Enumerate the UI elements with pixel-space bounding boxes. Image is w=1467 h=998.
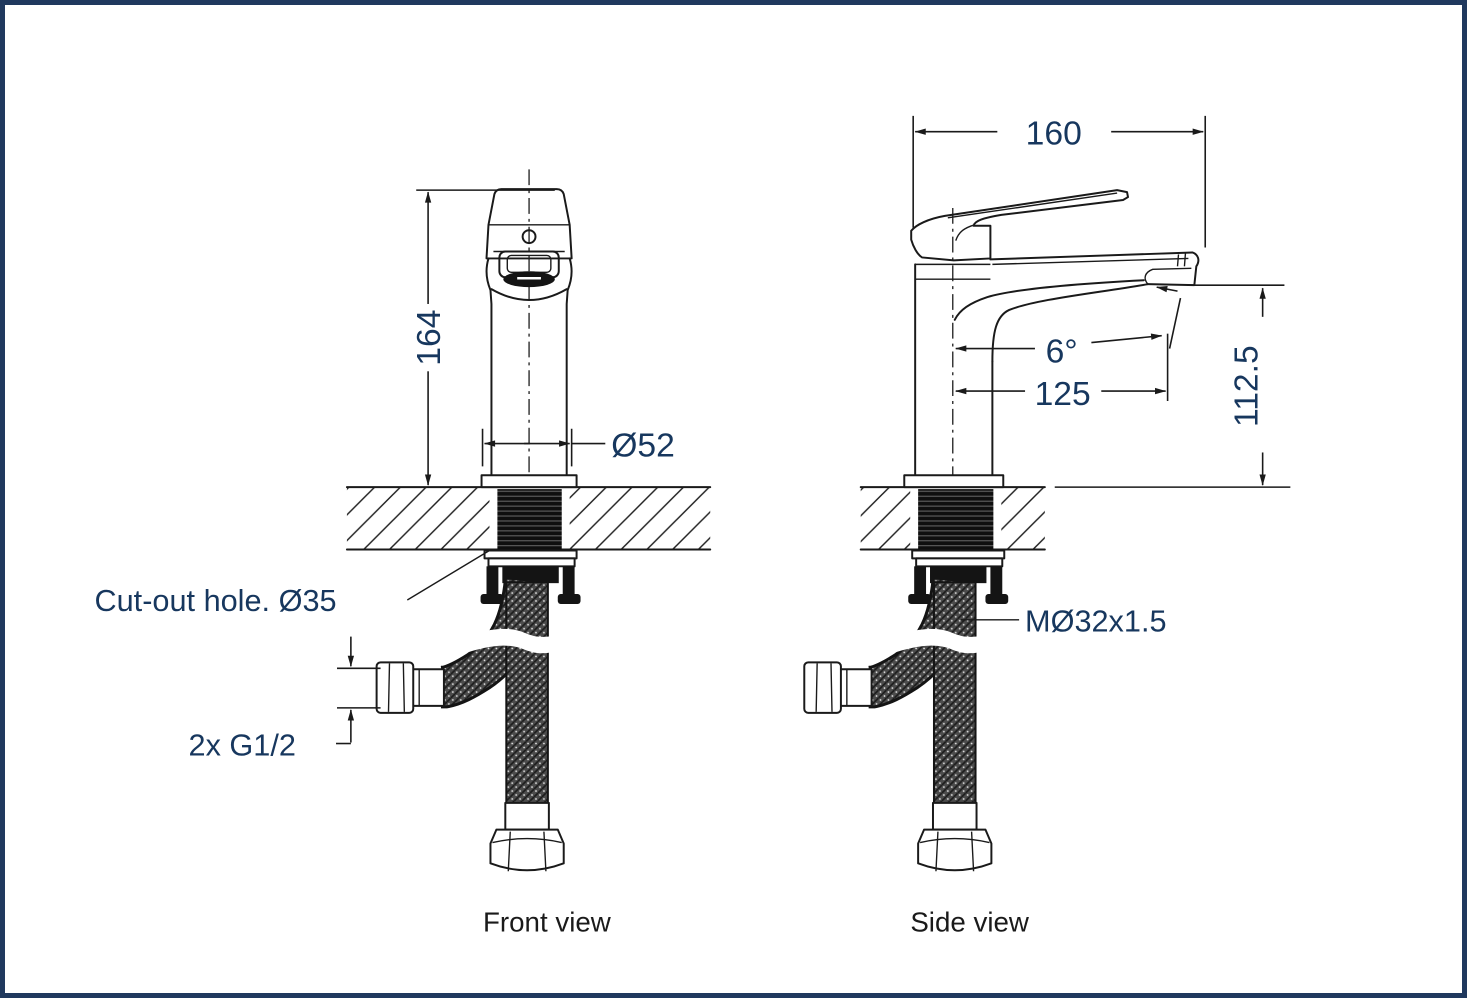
front-threaded-shank (497, 489, 562, 550)
dim-reach-160: 160 (912, 116, 1207, 248)
front-counter-deck (345, 486, 712, 551)
side-counter-deck (859, 486, 1291, 551)
dim-text-164: 164 (411, 310, 448, 366)
dim-base-diameter-52: Ø52 (481, 427, 675, 467)
label-shank-thread: MØ32x1.5 (960, 604, 1167, 639)
side-view: 160 6° 125 112.5 MØ32x1.5 (804, 116, 1291, 938)
front-base-flange (480, 474, 578, 489)
dim-height-164: 164 (411, 189, 555, 486)
side-base-flange (903, 474, 1005, 489)
dim-text-160: 160 (1026, 116, 1082, 153)
dim-text-125: 125 (1035, 376, 1091, 413)
front-under-counter-assembly (377, 550, 581, 871)
faucet-dimension-drawing: 164 Ø52 Cut-out hole. Ø35 2x G1/2 Front … (94, 116, 1291, 938)
side-threaded-shank (918, 489, 994, 550)
side-faucet-body (903, 189, 1200, 489)
dim-text-o52: Ø52 (611, 427, 675, 464)
label-text-cutout: Cut-out hole. Ø35 (94, 583, 336, 618)
handle-screw-cap (521, 229, 537, 245)
label-text-g12: 2x G1/2 (189, 727, 296, 762)
dim-text-112-5: 112.5 (1229, 345, 1266, 427)
label-cutout-hole: Cut-out hole. Ø35 (94, 549, 490, 618)
side-under-counter-assembly (804, 550, 1008, 871)
front-view-caption: Front view (483, 907, 612, 938)
dim-reach-125: 125 (955, 333, 1169, 413)
dim-height-112-5: 112.5 (1190, 284, 1285, 486)
front-faucet-body (480, 169, 578, 489)
label-hose-thread: 2x G1/2 (189, 636, 381, 762)
dim-text-6deg: 6° (1046, 333, 1078, 370)
side-view-caption: Side view (910, 907, 1030, 938)
front-view: 164 Ø52 Cut-out hole. Ø35 2x G1/2 Front … (94, 169, 712, 938)
dim-angle-6: 6° (955, 286, 1182, 370)
label-text-m32: MØ32x1.5 (1025, 604, 1167, 639)
